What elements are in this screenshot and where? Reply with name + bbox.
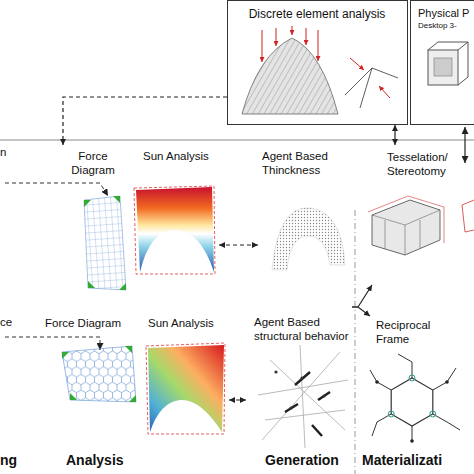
sub-label: Desktop 3- (418, 21, 474, 31)
shell-figure-part-part (262, 30, 263, 62)
step-label: Sun Analysis (148, 317, 226, 331)
step-label: Agent Based structural behavior (254, 316, 350, 344)
shell-figure-part (262, 26, 318, 62)
connector-arrow (219, 244, 258, 245)
shell-figure-part (242, 38, 338, 114)
force-mesh-part (88, 281, 95, 288)
printer-figure-part (428, 50, 458, 85)
force-mesh (84, 196, 126, 290)
force-sketch (345, 58, 398, 108)
step-group: Sun Analysis (118, 145, 219, 275)
double-arrow (464, 127, 465, 163)
shell-figure-part-part (292, 26, 293, 35)
stone-block-part (368, 196, 444, 243)
cut-label: ce (0, 316, 12, 330)
stone-block (368, 196, 474, 255)
hex-mesh (62, 346, 136, 402)
agent-network-part (322, 394, 325, 397)
step-label: Sun Analysis (143, 150, 217, 164)
divider-rule (0, 140, 474, 141)
dashed-arrow (5, 183, 108, 196)
agent-network-part (289, 406, 292, 409)
dashed-arrow (5, 337, 100, 350)
sun-map (134, 186, 215, 274)
connector-arrow (229, 399, 246, 400)
force-sketch-part (350, 58, 364, 70)
printer-figure-part (428, 42, 468, 85)
process-box: Discrete element analysis (227, 0, 408, 125)
step-group: Agent Based Thinckness (258, 145, 350, 285)
reciprocal-frame (370, 354, 460, 443)
step-label: Force Diagram (45, 317, 137, 331)
step-label: Agent Based Thinckness (262, 150, 348, 178)
sun-map-part (136, 187, 214, 272)
force-sketch-part (379, 86, 390, 98)
step-label: Reciprocal Frame (376, 319, 440, 347)
step-group: Reciprocal Frame (362, 316, 462, 356)
printer-figure (428, 42, 468, 85)
reciprocal-frame-part (430, 411, 436, 417)
connector-arrow (63, 97, 227, 145)
step-group: Agent Based structural behavior (246, 300, 352, 455)
printer-figure-part (434, 58, 452, 76)
force-mesh-part (113, 196, 120, 203)
shell-figure (242, 26, 338, 114)
process-box: Physical PDesktop 3- (410, 0, 474, 125)
cut-label: n (0, 146, 6, 160)
step-label: Discrete element analysis (228, 7, 406, 21)
phase-label: Generation (265, 452, 339, 469)
step-group: Force Diagram (55, 145, 121, 290)
phase-label: Materializati (362, 452, 442, 469)
phase-label: Analysis (66, 452, 124, 469)
force-mesh-part (84, 200, 91, 207)
reciprocal-frame-part (391, 378, 433, 426)
agent-network-part (285, 372, 330, 436)
agent-network-part (300, 376, 303, 379)
stone-block-part (372, 210, 440, 255)
point-cloud (272, 208, 345, 270)
reciprocal-frame-part (445, 380, 449, 384)
shell-figure-part-part (306, 28, 307, 45)
step-group: Force Diagram (40, 315, 139, 405)
hex-mesh-part (62, 352, 69, 359)
sun-map-part (134, 186, 215, 274)
stone-block-part (372, 200, 440, 255)
point-cloud-part (272, 208, 345, 270)
force-mesh-part (84, 196, 126, 290)
connector-arrow (394, 125, 395, 145)
agent-network (258, 345, 348, 448)
step-label: Tesselation/ Stereotomy (387, 151, 462, 179)
force-mesh-part (119, 283, 126, 290)
reciprocal-frame-part (409, 375, 415, 381)
section-divider (355, 210, 356, 474)
step-group: Tesselation/ Stereotomy (365, 145, 465, 285)
hex-mesh-part (62, 346, 136, 402)
shell-figure-part-part (276, 28, 277, 46)
hex-mesh-part (125, 346, 132, 353)
sun-map (146, 343, 225, 434)
connector-arrow (352, 285, 372, 307)
step-label: Force Diagram (67, 150, 119, 178)
sun-map-part (146, 343, 225, 434)
agent-network-part (274, 370, 277, 373)
phase-label: ng (0, 452, 17, 469)
reciprocal-frame-part (410, 439, 414, 443)
connector-arrow (352, 307, 370, 316)
step-group: Sun Analysis (138, 315, 229, 440)
step-label: Physical P (418, 7, 474, 20)
reciprocal-frame-part (370, 354, 460, 441)
reciprocal-frame-part (388, 411, 394, 417)
agent-network-part (258, 345, 348, 448)
shell-figure-part-part (318, 30, 319, 61)
force-sketch-part (345, 68, 398, 108)
reciprocal-frame-part (375, 380, 379, 384)
hex-mesh-part (129, 395, 136, 402)
stone-block-part (462, 200, 474, 232)
hex-mesh-part (70, 393, 77, 400)
sun-map-part (148, 345, 224, 432)
